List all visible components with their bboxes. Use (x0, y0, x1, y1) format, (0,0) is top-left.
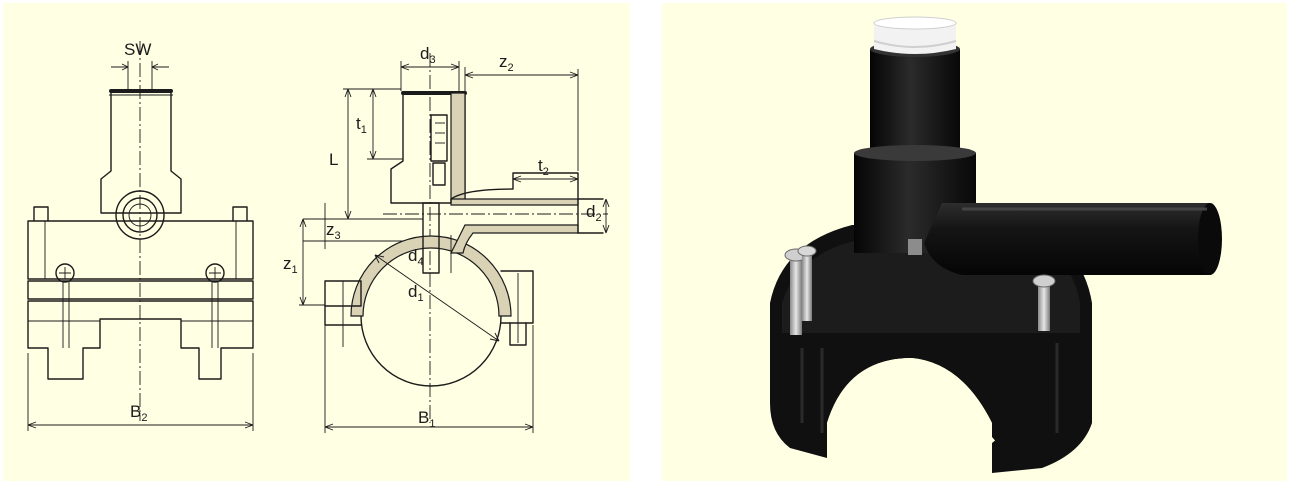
label-d3: d3 (420, 44, 436, 66)
label-z3: z3 (326, 220, 341, 242)
label-d4: d4 (408, 246, 424, 268)
label-t1: t1 (356, 114, 367, 136)
label-l: L (329, 150, 338, 169)
label-z2: z2 (499, 52, 514, 74)
technical-drawing-panel: SW B2 B1 d3 z2 t1 L t2 d2 z3 z1 d4 d1 (3, 3, 630, 481)
electrofusion-tapping-tee-photo (770, 16, 1222, 473)
technical-drawing: SW B2 B1 d3 z2 t1 L t2 d2 z3 z1 d4 d1 (27, 40, 610, 433)
label-b2: B2 (130, 402, 147, 424)
label-d1: d1 (408, 282, 424, 304)
label-t2: t2 (538, 156, 549, 178)
dimension-labels: SW B2 B1 d3 z2 t1 L t2 d2 z3 z1 d4 d1 (124, 40, 602, 430)
label-b1: B1 (418, 408, 435, 430)
bolt-left (784, 245, 817, 335)
label-z1: z1 (283, 254, 298, 276)
bolt-right (1032, 274, 1056, 331)
label-sw: SW (124, 40, 151, 59)
front-view (27, 41, 254, 431)
label-d2: d2 (586, 202, 602, 224)
product-photo-panel (662, 3, 1287, 481)
section-view (299, 53, 610, 433)
